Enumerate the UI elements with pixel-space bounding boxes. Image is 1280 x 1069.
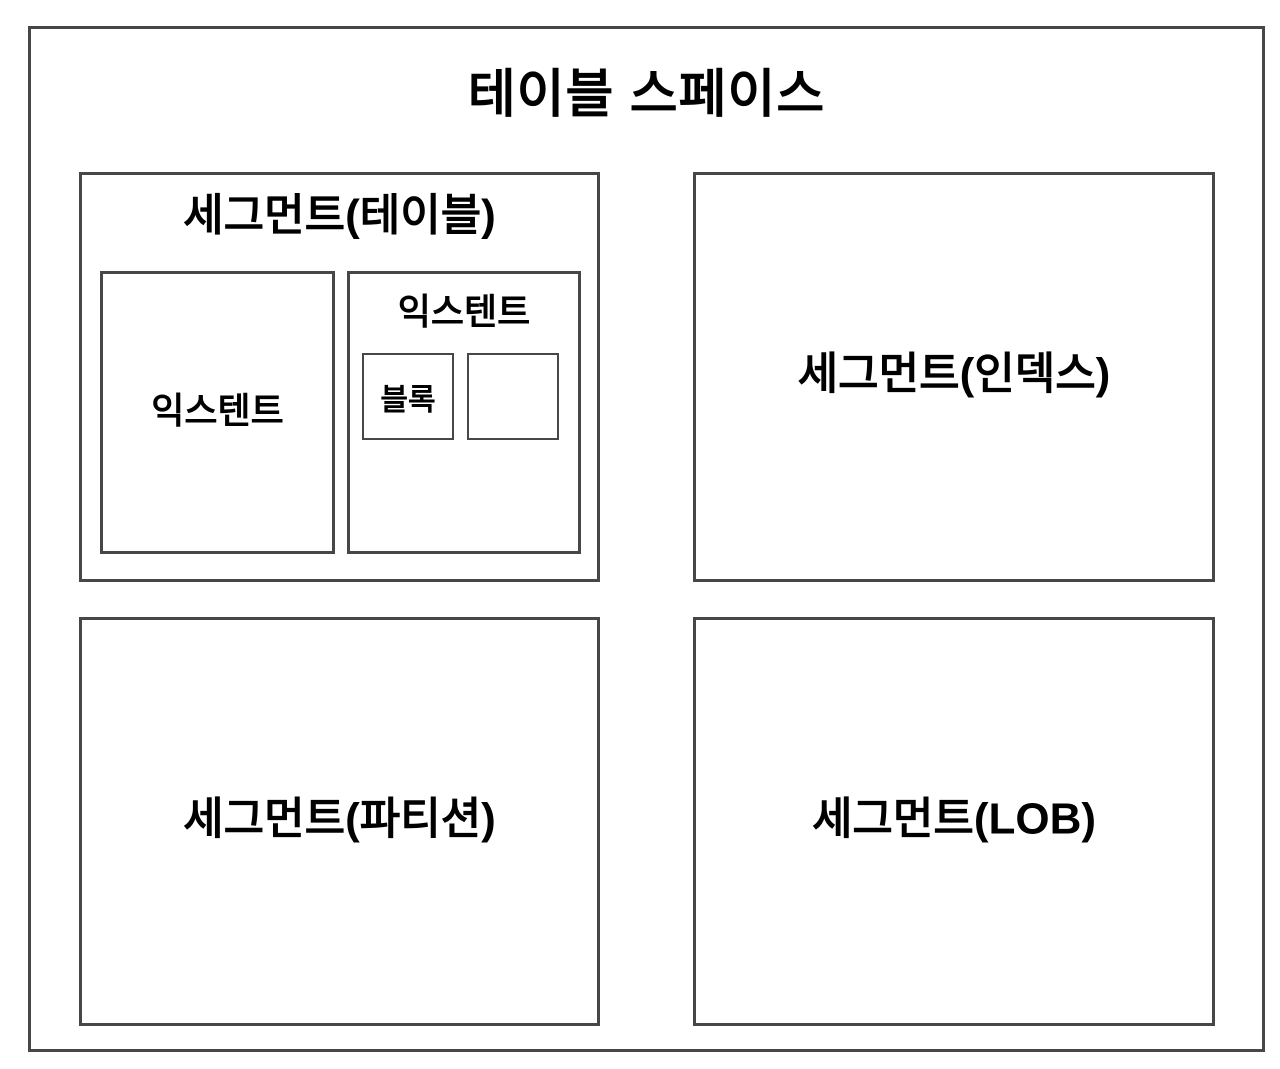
segment-table-label: 세그먼트(테이블): [183, 191, 496, 240]
segment-index-label: 세그먼트(인덱스): [797, 349, 1111, 399]
tablespace-title: 테이블 스페이스: [467, 66, 826, 124]
extent-left-label: 익스텐트: [151, 389, 284, 431]
segment-partition-box: 세그먼트(파티션): [79, 617, 600, 1026]
block-box-labeled: 블록: [362, 353, 454, 440]
extent-right-label: 익스텐트: [397, 291, 531, 332]
segment-table-box: 세그먼트(테이블) 익스텐트 익스텐트 블록: [79, 172, 600, 582]
block-label: 블록: [380, 383, 436, 417]
extent-box-right: 익스텐트 블록: [347, 271, 581, 554]
tablespace-frame: 테이블 스페이스 세그먼트(테이블) 익스텐트 익스텐트 블록 세그먼트(인덱스…: [28, 26, 1265, 1052]
segment-partition-label: 세그먼트(파티션): [183, 794, 496, 844]
segment-index-box: 세그먼트(인덱스): [693, 172, 1215, 582]
block-box-empty: [467, 353, 559, 440]
segment-lob-box: 세그먼트(LOB): [693, 617, 1215, 1026]
segment-lob-label: 세그먼트(LOB): [811, 794, 1097, 844]
extent-box-left: 익스텐트: [100, 271, 335, 554]
